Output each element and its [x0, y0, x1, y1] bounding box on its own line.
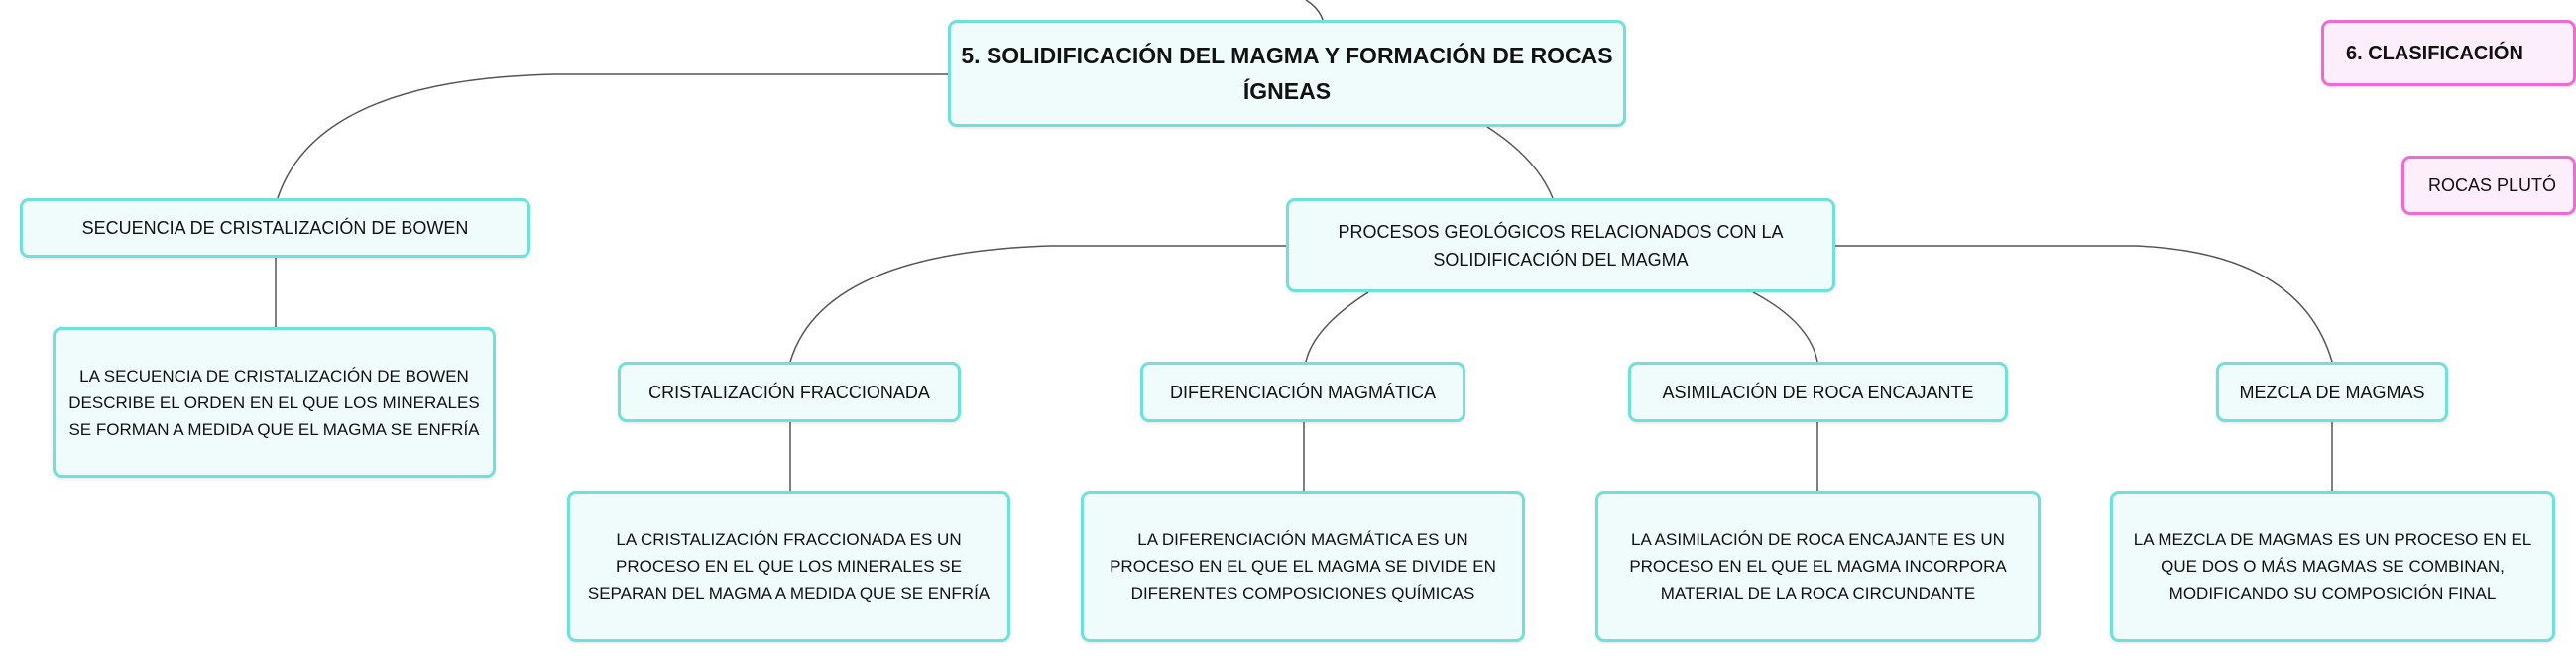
- main-topic-node[interactable]: 5. SOLIDIFICACIÓN DEL MAGMA Y FORMACIÓN …: [948, 20, 1626, 127]
- asimilacion-description: LA ASIMILACIÓN DE ROCA ENCAJANTE ES UN P…: [1629, 530, 2007, 603]
- connector-procesos-diferenciacion: [1305, 291, 1369, 363]
- asimilacion-label: ASIMILACIÓN DE ROCA ENCAJANTE: [1662, 382, 1974, 402]
- mezcla-description: LA MEZCLA DE MAGMAS ES UN PROCESO EN EL …: [2133, 530, 2532, 603]
- mezcla-label: MEZCLA DE MAGMAS: [2239, 382, 2425, 402]
- main-topic-label: 5. SOLIDIFICACIÓN DEL MAGMA Y FORMACIÓN …: [961, 43, 1613, 104]
- cristalizacion-node[interactable]: CRISTALIZACIÓN FRACCIONADA: [618, 362, 961, 422]
- bowen-description-node[interactable]: LA SECUENCIA DE CRISTALIZACIÓN DE BOWEN …: [53, 327, 496, 478]
- connector-procesos-cristalizacion: [789, 245, 1286, 363]
- clasificacion-label: 6. CLASIFICACIÓN: [2346, 42, 2523, 64]
- connector-main-bowen: [277, 73, 948, 199]
- mezcla-description-node[interactable]: LA MEZCLA DE MAGMAS ES UN PROCESO EN EL …: [2110, 491, 2555, 642]
- diferenciacion-label: DIFERENCIACIÓN MAGMÁTICA: [1169, 382, 1436, 402]
- diferenciacion-node[interactable]: DIFERENCIACIÓN MAGMÁTICA: [1140, 362, 1465, 422]
- bowen-label: SECUENCIA DE CRISTALIZACIÓN DE BOWEN: [81, 218, 469, 238]
- procesos-label: PROCESOS GEOLÓGICOS RELACIONADOS CON LA …: [1338, 221, 1784, 270]
- diferenciacion-description: LA DIFERENCIACIÓN MAGMÁTICA ES UN PROCES…: [1110, 530, 1496, 603]
- connector-procesos-mezcla: [1835, 245, 2333, 363]
- connector-procesos-asimilacion: [1752, 291, 1818, 363]
- cristalizacion-description-node[interactable]: LA CRISTALIZACIÓN FRACCIONADA ES UN PROC…: [567, 491, 1010, 642]
- connector-main-procesos: [1486, 126, 1554, 199]
- cristalizacion-description: LA CRISTALIZACIÓN FRACCIONADA ES UN PROC…: [587, 530, 991, 603]
- connector-parent-main: [1305, 0, 1324, 21]
- clasificacion-node[interactable]: 6. CLASIFICACIÓN: [2321, 20, 2576, 86]
- asimilacion-description-node[interactable]: LA ASIMILACIÓN DE ROCA ENCAJANTE ES UN P…: [1595, 491, 2041, 642]
- asimilacion-node[interactable]: ASIMILACIÓN DE ROCA ENCAJANTE: [1628, 362, 2008, 422]
- bowen-description: LA SECUENCIA DE CRISTALIZACIÓN DE BOWEN …: [68, 366, 480, 439]
- diferenciacion-description-node[interactable]: LA DIFERENCIACIÓN MAGMÁTICA ES UN PROCES…: [1081, 491, 1525, 642]
- rocas-plutonicas-label: ROCAS PLUTÓ: [2428, 175, 2557, 195]
- procesos-node[interactable]: PROCESOS GEOLÓGICOS RELACIONADOS CON LA …: [1286, 198, 1835, 292]
- mezcla-node[interactable]: MEZCLA DE MAGMAS: [2216, 362, 2448, 422]
- rocas-plutonicas-node[interactable]: ROCAS PLUTÓ: [2401, 156, 2576, 215]
- bowen-node[interactable]: SECUENCIA DE CRISTALIZACIÓN DE BOWEN: [20, 198, 530, 258]
- cristalizacion-label: CRISTALIZACIÓN FRACCIONADA: [648, 382, 930, 402]
